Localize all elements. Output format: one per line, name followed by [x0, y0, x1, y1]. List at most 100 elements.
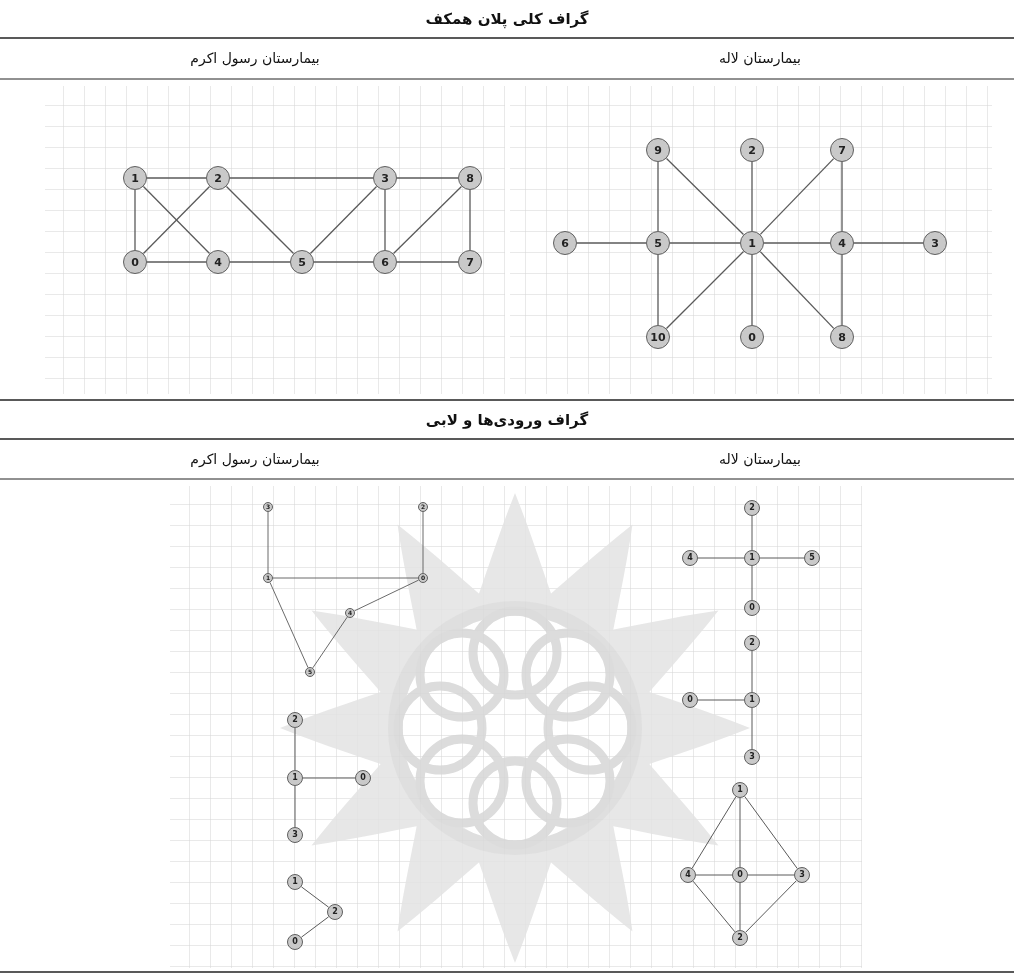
- vertex-number: 2: [214, 173, 222, 184]
- graph-vertex: 4: [830, 231, 854, 255]
- vertex-number: 3: [266, 504, 270, 510]
- vertex-number: 3: [931, 238, 939, 249]
- table-heading: گراف ورودی‌ها و لابی: [426, 411, 588, 429]
- vertex-number: 0: [749, 604, 755, 612]
- graph-vertex: 0: [355, 770, 371, 786]
- graph-vertex: 1: [744, 550, 760, 566]
- graph-vertex: 9: [646, 138, 670, 162]
- graph-edge: [469, 190, 470, 250]
- graph-edge: [657, 255, 658, 325]
- graph-edge: [295, 728, 296, 770]
- graph-edge: [740, 883, 741, 930]
- grid-background: [170, 486, 862, 968]
- graph-vertex: 3: [287, 827, 303, 843]
- graph-edge: [577, 242, 646, 243]
- vertex-number: 4: [348, 610, 352, 616]
- graph-edge: [143, 187, 209, 254]
- grid-background: [45, 86, 505, 394]
- graph-edge: [268, 512, 269, 573]
- graph-vertex: 7: [830, 138, 854, 162]
- vertex-number: 5: [654, 238, 662, 249]
- column-heading: بیمارستان رسول اکرم: [190, 451, 320, 467]
- graph-edge: [760, 558, 804, 559]
- vertex-number: 1: [749, 696, 755, 704]
- graph-edge: [301, 917, 328, 937]
- column-heading: بیمارستان لاله: [719, 50, 801, 66]
- graph-edge: [698, 558, 744, 559]
- vertex-number: 2: [749, 504, 755, 512]
- vertex-number: 3: [799, 871, 805, 879]
- graph-edge: [698, 700, 744, 701]
- graph-vertex: 8: [830, 325, 854, 349]
- table-heading: گراف کلی پلان همکف: [425, 10, 588, 28]
- vertex-number: 7: [466, 257, 474, 268]
- graph-vertex: 2: [732, 930, 748, 946]
- graph-vertex: 1: [263, 573, 273, 583]
- graph-vertex: 3: [794, 867, 810, 883]
- vertex-number: 1: [131, 173, 139, 184]
- graph-vertex: 0: [287, 934, 303, 950]
- graph-vertex: 6: [553, 231, 577, 255]
- graph-vertex: 2: [327, 904, 343, 920]
- vertex-number: 9: [654, 145, 662, 156]
- graph-vertex: 4: [680, 867, 696, 883]
- graph-edge: [841, 255, 842, 325]
- vertex-number: 0: [360, 774, 366, 782]
- graph-edge: [760, 159, 833, 235]
- vertex-number: 4: [214, 257, 222, 268]
- graph-edge: [841, 162, 842, 231]
- graph-vertex: 2: [740, 138, 764, 162]
- vertex-number: 2: [737, 934, 743, 942]
- vertex-number: 4: [685, 871, 691, 879]
- vertex-number: 4: [687, 554, 693, 562]
- graph-edge: [854, 242, 923, 243]
- table-rules: [0, 38, 1014, 972]
- graph-edge: [295, 786, 296, 827]
- vertex-number: 3: [749, 753, 755, 761]
- graph-edge: [746, 881, 797, 933]
- vertex-number: 5: [809, 554, 815, 562]
- graph-edge: [752, 651, 753, 692]
- graph-edge: [397, 177, 458, 178]
- graph-vertex: 0: [123, 250, 147, 274]
- graph-edge: [740, 798, 741, 867]
- graph-vertex: 8: [458, 166, 482, 190]
- vertex-number: 0: [421, 575, 425, 581]
- graph-edge: [666, 251, 743, 328]
- graph-edge: [752, 566, 753, 600]
- graph-vertex: 10: [646, 325, 670, 349]
- vertex-number: 1: [748, 238, 756, 249]
- graph-edge: [670, 242, 740, 243]
- graph-edge: [693, 881, 735, 932]
- graph-vertex: 1: [287, 770, 303, 786]
- graph-edge: [394, 186, 462, 253]
- graph-vertex: 5: [290, 250, 314, 274]
- graph-edge: [752, 516, 753, 550]
- graph-vertex: 0: [682, 692, 698, 708]
- graph-edge: [397, 261, 458, 262]
- graph-vertex: 5: [804, 550, 820, 566]
- vertex-number: 8: [838, 332, 846, 343]
- graph-vertex: 2: [206, 166, 230, 190]
- graph-vertex: 7: [458, 250, 482, 274]
- vertex-number: 0: [687, 696, 693, 704]
- vertex-number: 6: [561, 238, 569, 249]
- graph-vertex: 2: [744, 635, 760, 651]
- graph-vertex: 0: [740, 325, 764, 349]
- graph-edge: [751, 162, 752, 231]
- vertex-number: 2: [292, 716, 298, 724]
- graph-vertex: 1: [744, 692, 760, 708]
- graph-edge: [423, 512, 424, 573]
- graph-vertex: 4: [206, 250, 230, 274]
- vertex-number: 1: [266, 575, 270, 581]
- vertex-number: 8: [466, 173, 474, 184]
- vertex-number: 0: [748, 332, 756, 343]
- vertex-number: 10: [650, 332, 665, 343]
- graph-edge: [273, 578, 418, 579]
- graph-edge: [301, 887, 328, 907]
- graph-edge: [143, 187, 209, 254]
- vertex-number: 7: [838, 145, 846, 156]
- graph-edge: [314, 261, 373, 262]
- graph-vertex: 3: [373, 166, 397, 190]
